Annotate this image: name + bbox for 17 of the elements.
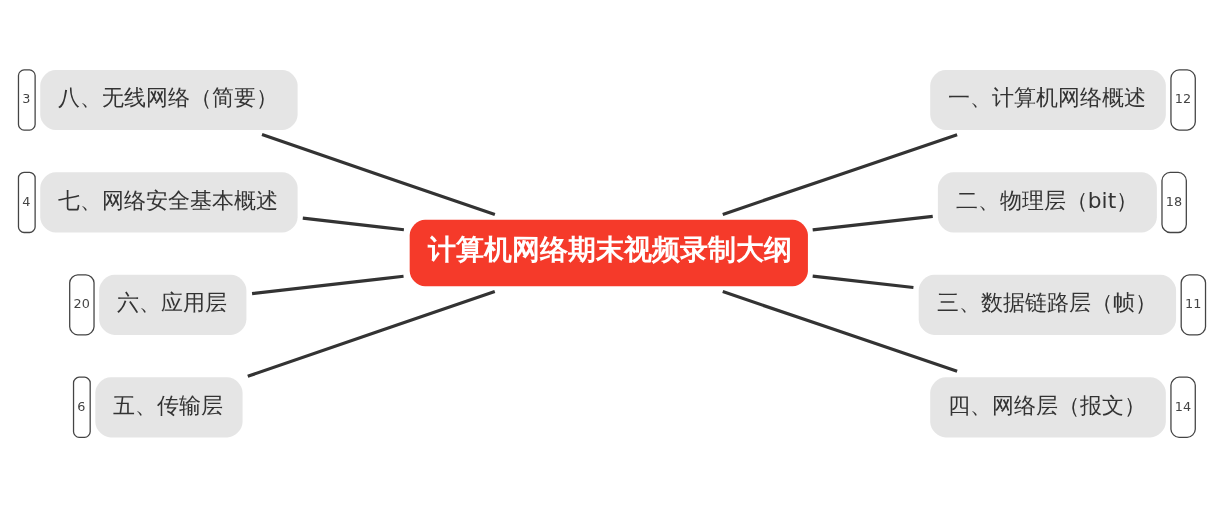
node-label: 14 — [1174, 398, 1192, 413]
connector — [812, 214, 933, 232]
connector — [812, 273, 914, 289]
connector — [247, 289, 496, 378]
connector — [722, 132, 958, 216]
connector — [722, 289, 958, 373]
node-label: 18 — [1165, 193, 1183, 209]
connector — [251, 274, 404, 295]
connector — [302, 216, 405, 231]
node-box: 计算机网络期末视频录制大纲 — [409, 219, 808, 286]
connector — [261, 132, 496, 216]
node-label: 20 — [73, 295, 90, 311]
node-label: 12 — [1174, 90, 1192, 106]
node-label: 11 — [1185, 295, 1202, 311]
node-label: 6 — [77, 398, 86, 413]
node-label: 4 — [22, 193, 31, 209]
node-label: 3 — [22, 90, 31, 106]
